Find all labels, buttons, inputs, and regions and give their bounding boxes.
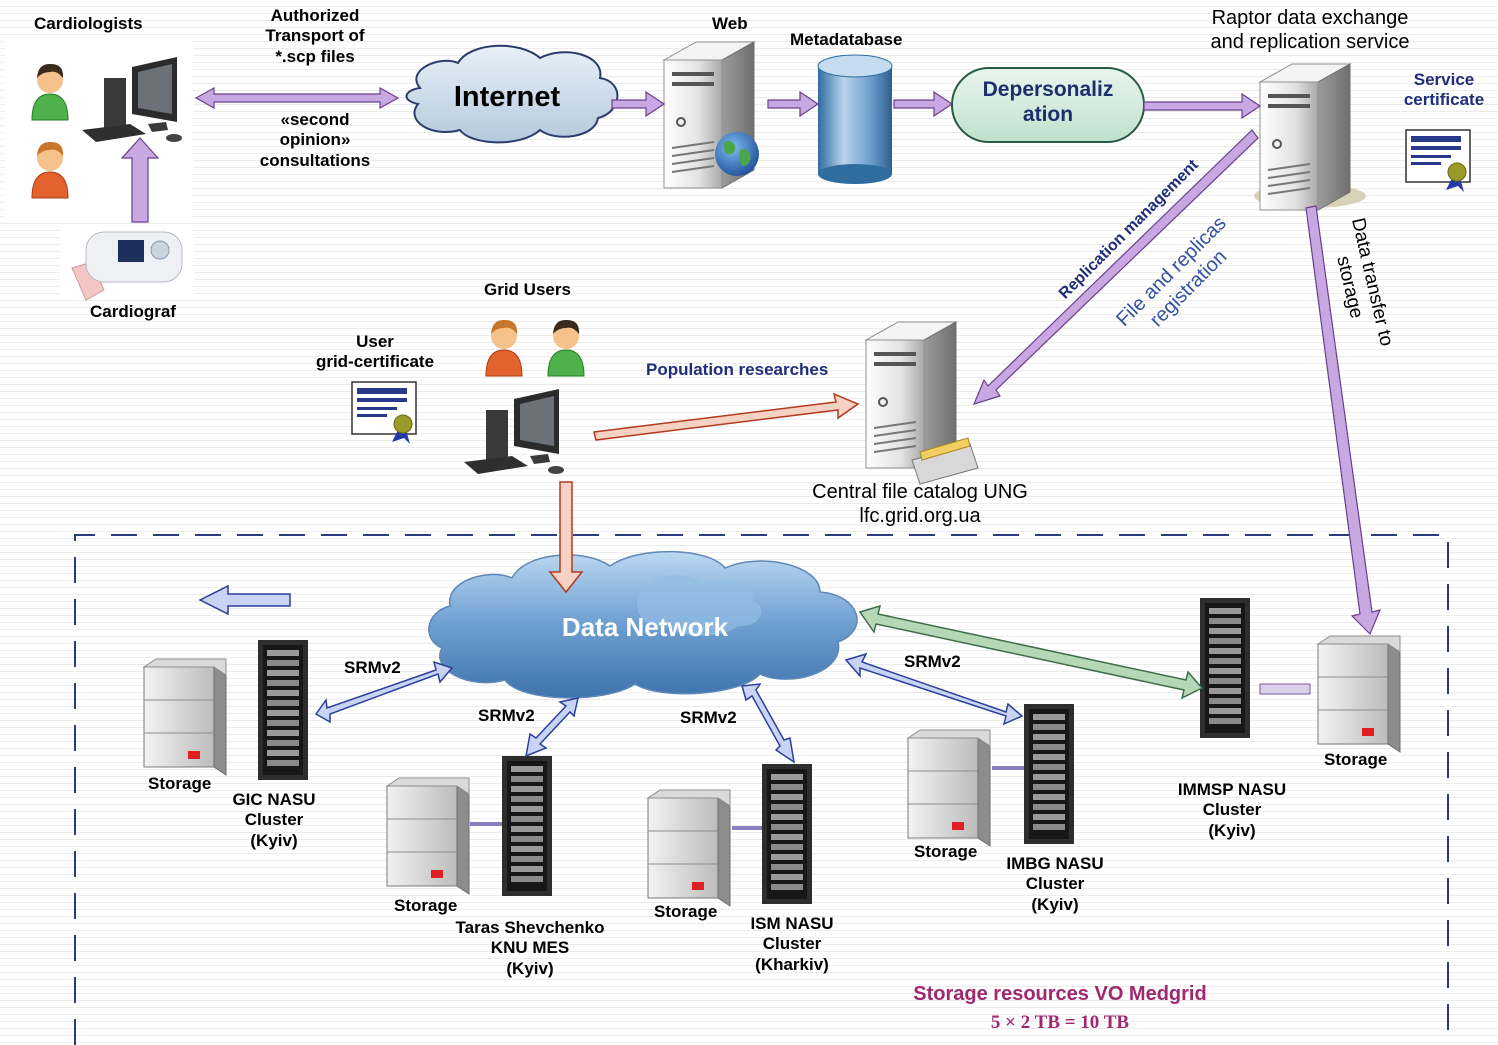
service-certificate-icon: [1405, 129, 1471, 193]
cluster-gic-icon: [258, 640, 308, 780]
arrow-population-researches: [593, 392, 860, 441]
storage-imbg-icon: [907, 729, 991, 847]
storage-knu-icon: [386, 777, 470, 895]
storage-label-gic: Storage: [148, 774, 212, 793]
storage-label-immsp: Storage: [1324, 750, 1388, 769]
link-ism: [732, 826, 762, 830]
srm-label-ism: SRMv2: [680, 708, 737, 727]
cluster-label-gic: GIC NASU Cluster (Kyiv): [232, 790, 316, 850]
catalog-label: Central file catalog UNG lfc.grid.org.ua: [812, 481, 1028, 527]
srm-label-knu: SRMv2: [478, 706, 535, 725]
raptor-server-icon: [1259, 63, 1351, 211]
arrow-network-immsp: [858, 604, 1204, 700]
cluster-label-imbg: IMBG NASU Cluster (Kyiv): [1006, 854, 1104, 914]
internet-label: Internet: [453, 81, 561, 113]
grid-user-computer-icon: [464, 389, 564, 474]
consultations-label: «second opinion» consultations: [259, 110, 371, 170]
storage-label-knu: Storage: [394, 896, 458, 915]
storage-label-imbg: Storage: [914, 842, 978, 861]
cluster-knu-icon: [502, 756, 552, 896]
arrow-depers-raptor: [1143, 92, 1262, 120]
web-label: Web: [712, 14, 748, 33]
cluster-label-immsp: IMMSP NASU Cluster (Kyiv): [1177, 780, 1287, 840]
population-label: Population researches: [646, 360, 829, 379]
vo-storage-title: Storage resources VO Medgrid: [913, 983, 1207, 1005]
cardiograf-label: Cardiograf: [90, 302, 176, 321]
cluster-ism-icon: [762, 764, 812, 904]
user-certificate-icon: [351, 381, 417, 445]
arrow-cardiograf: [120, 137, 160, 223]
raptor-label: Raptor data exchange and replication ser…: [1210, 7, 1410, 53]
arrow-srm-knu: [525, 697, 579, 758]
service-certificate-label: Service certificate: [1403, 70, 1485, 110]
internet-cloud: [405, 44, 619, 144]
arrow-left-indicator: [198, 584, 291, 616]
vo-storage-capacity: 5 × 2 TB = 10 TB: [990, 1012, 1130, 1033]
cluster-label-ism: ISM NASU Cluster (Kharkiv): [750, 914, 834, 974]
arrow-grid-to-network: [548, 481, 584, 594]
data-network-cloud: [428, 550, 858, 699]
arrow-srm-gic: [314, 660, 454, 724]
metadatabase-icon: [817, 54, 893, 184]
cluster-label-knu: Taras Shevchenko KNU MES (Kyiv): [455, 918, 605, 978]
arrow-srm-imbg: [844, 652, 1024, 726]
arrow-db-depers: [893, 90, 954, 118]
arrow-srm-ism: [741, 683, 796, 764]
srm-label-imbg: SRMv2: [904, 652, 961, 671]
grid-user-icon: [547, 319, 585, 377]
globe-icon: [715, 132, 759, 176]
cloud-highlight: [636, 574, 762, 636]
link-knu: [470, 822, 502, 826]
arrow-web-db: [767, 90, 820, 118]
grid-users-label: Grid Users: [484, 280, 571, 299]
storage-gic-icon: [143, 658, 227, 776]
metadatabase-label: Metadatabase: [790, 30, 903, 49]
cardiograf-icon: [60, 225, 194, 301]
user-certificate-label: User grid-certificate: [315, 332, 435, 372]
grid-user-icon: [485, 319, 523, 377]
link-imbg: [992, 766, 1024, 770]
transport-label: Authorized Transport of *.scp files: [265, 6, 365, 66]
arrow-transport: [194, 86, 400, 110]
storage-immsp-icon: [1317, 635, 1401, 753]
cluster-imbg-icon: [1024, 704, 1074, 844]
arrow-replication-management: [972, 129, 1259, 405]
cluster-immsp-icon: [1200, 598, 1250, 738]
data-network-label: Data Network: [561, 612, 729, 642]
storage-label-ism: Storage: [654, 902, 718, 921]
vo-storage-frame: [74, 534, 1449, 1045]
link-immsp: [1259, 683, 1311, 695]
catalog-drawer-icon: [911, 437, 979, 485]
arrow-data-transfer: [1305, 205, 1382, 636]
cardiologists-label: Cardiologists: [34, 14, 143, 33]
srm-label-gic: SRMv2: [344, 658, 401, 677]
depersonalization-label: Depersonaliz ation: [982, 78, 1114, 127]
arrow-internet-web: [611, 90, 666, 118]
storage-ism-icon: [647, 789, 731, 907]
